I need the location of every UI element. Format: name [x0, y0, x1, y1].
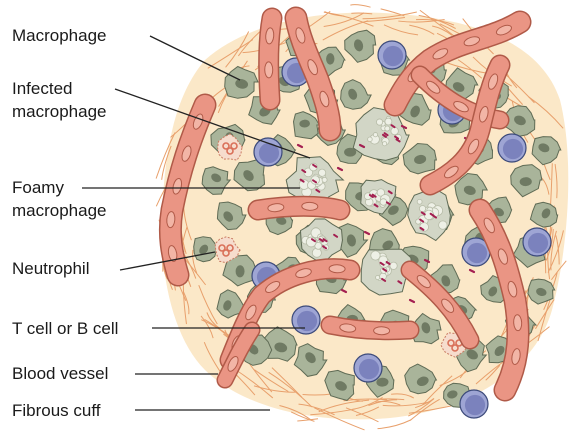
red-blood-cell: [329, 265, 345, 274]
red-blood-cell: [374, 327, 390, 335]
lymphocyte-cell: [354, 354, 382, 382]
lymphocyte-cell: [254, 138, 282, 166]
lymphocyte-cell: [460, 390, 488, 418]
red-blood-cell: [302, 202, 318, 210]
red-blood-cell: [265, 62, 273, 78]
lymphocyte-cell: [378, 41, 406, 69]
lymphocyte-cell: [498, 134, 526, 162]
blood-vessel: [258, 202, 340, 212]
lymphocyte-cell: [292, 306, 320, 334]
lymphocyte-cell: [523, 228, 551, 256]
blood-vessel: [330, 323, 410, 335]
blood-vessel: [265, 18, 275, 100]
fibre: [378, 420, 411, 429]
fibre: [350, 5, 370, 8]
